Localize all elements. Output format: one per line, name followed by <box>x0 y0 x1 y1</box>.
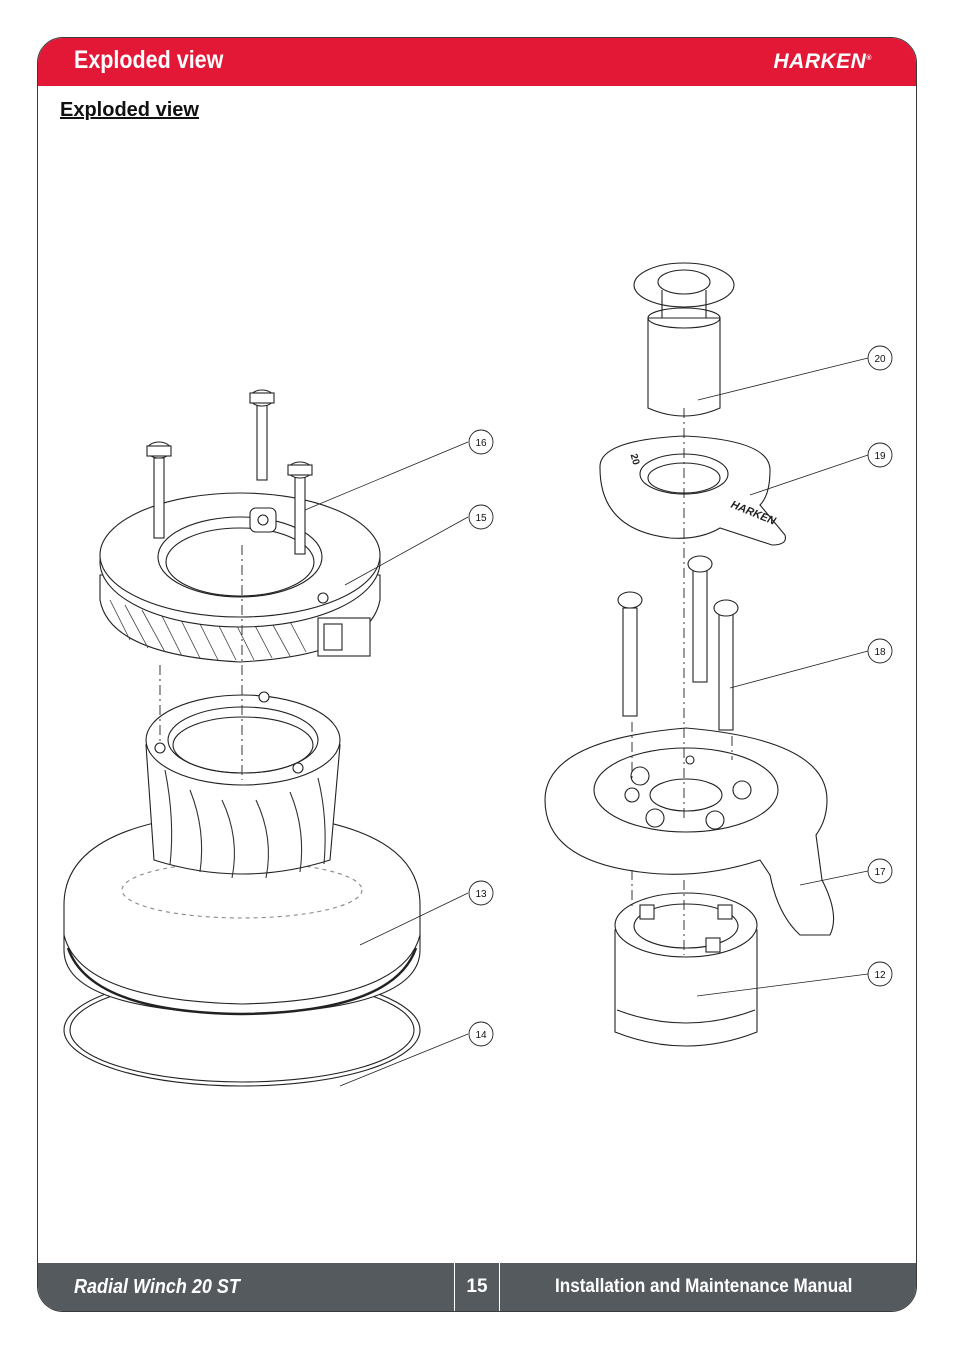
callout-15 <box>468 504 494 530</box>
page-number: 15 <box>454 1263 500 1311</box>
header-bar: Exploded view HARKEN® <box>38 38 916 86</box>
callout-15-label: 15 <box>475 513 487 524</box>
section-heading: Exploded view <box>60 99 199 121</box>
part-12-base <box>614 892 758 1047</box>
part-17-base-plate <box>544 727 835 936</box>
page-title: Exploded view <box>74 46 224 74</box>
part-20-socket <box>633 262 735 417</box>
callout-20 <box>867 345 893 371</box>
callout-12 <box>867 961 893 987</box>
cap-size-marking: 20 <box>628 453 642 467</box>
left-screws <box>146 389 313 555</box>
callout-13-label: 13 <box>475 889 487 900</box>
callout-14 <box>468 1021 494 1047</box>
callout-20-label: 20 <box>874 354 886 365</box>
footer-bar: Radial Winch 20 ST 15 Installation and M… <box>38 1263 916 1311</box>
right-screws <box>617 555 739 731</box>
callout-14-label: 14 <box>475 1030 487 1041</box>
product-name: Radial Winch 20 ST <box>74 1276 240 1298</box>
callout-19-label: 19 <box>874 451 886 462</box>
callout-18 <box>867 638 893 664</box>
page-frame: Exploded view HARKEN® Exploded view Radi… <box>37 37 917 1312</box>
part-16-top-plate <box>99 492 381 628</box>
callout-16-label: 16 <box>475 438 487 449</box>
callout-19 <box>867 442 893 468</box>
callout-17-label: 17 <box>874 867 886 878</box>
callout-18-label: 18 <box>874 647 886 658</box>
callout-13 <box>468 880 494 906</box>
harken-logo: HARKEN® <box>773 50 872 73</box>
callout-17 <box>867 858 893 884</box>
part-13-drum <box>63 691 421 1016</box>
callout-16 <box>468 429 494 455</box>
part-19-cap <box>599 435 787 546</box>
callout-12-label: 12 <box>874 970 886 981</box>
manual-title: Installation and Maintenance Manual <box>555 1276 853 1297</box>
